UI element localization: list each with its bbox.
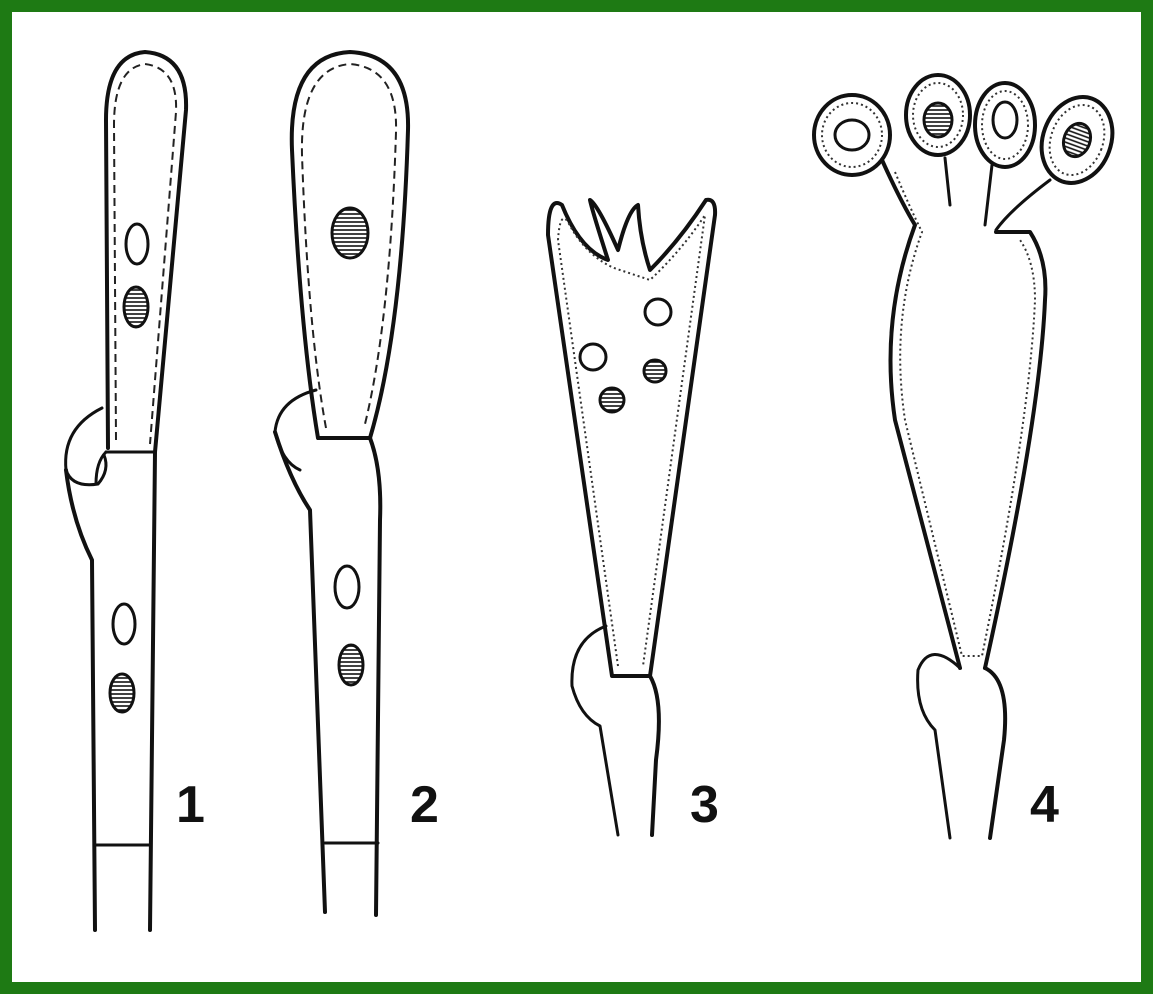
stage-1-drawing — [66, 52, 186, 930]
stage-2-drawing — [275, 52, 408, 915]
stage-1-label: 1 — [176, 776, 205, 834]
stage-3-label: 3 — [690, 776, 719, 834]
stage-4-label: 4 — [1030, 776, 1059, 834]
stage-2-label: 2 — [410, 776, 439, 834]
nucleus-hatched-icon — [124, 287, 148, 327]
stage-4-drawing — [814, 75, 1124, 838]
stage-3-drawing — [548, 200, 715, 835]
nucleus-open-icon — [126, 224, 148, 264]
